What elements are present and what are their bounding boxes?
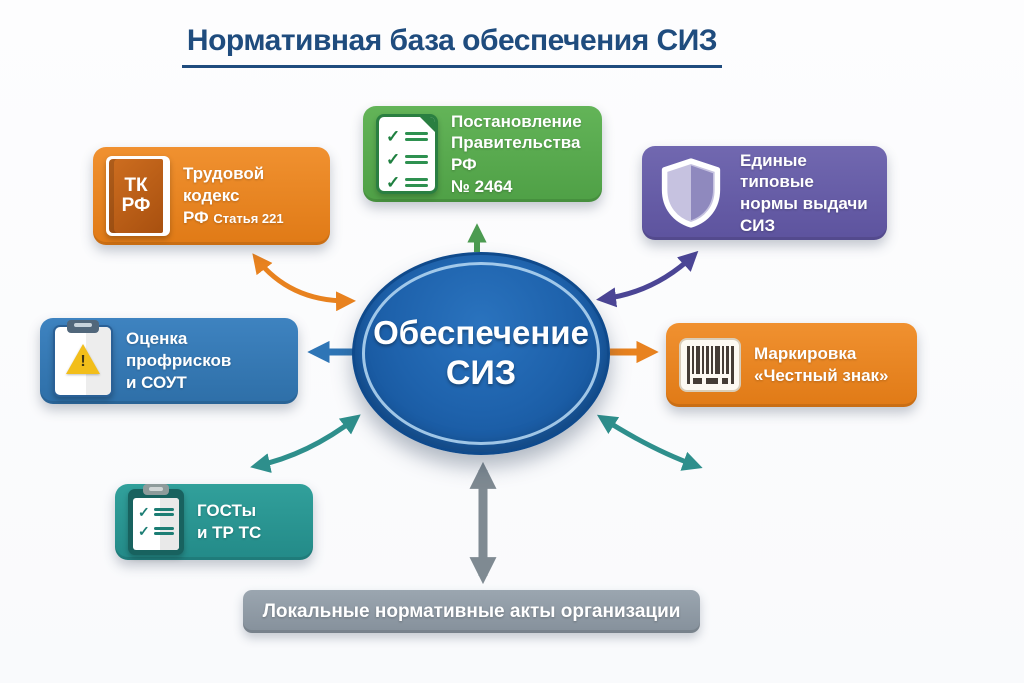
exclamation-glyph: ! bbox=[80, 353, 86, 370]
decree-line2: Правительства РФ bbox=[451, 133, 581, 174]
marking-line2: «Честный знак» bbox=[754, 366, 889, 385]
norms-line1: Единые типовые bbox=[740, 150, 814, 192]
book-label-rf: РФ bbox=[121, 195, 151, 216]
local-acts-bar: Локальные нормативные акты организации bbox=[243, 590, 700, 633]
center-line1: Обеспечение bbox=[373, 313, 589, 351]
risk-line1: Оценка профрисков bbox=[126, 329, 232, 371]
gost-line1: ГОСТы bbox=[197, 501, 257, 521]
clipboard-clip bbox=[67, 320, 99, 333]
check-icon: ✓ bbox=[386, 127, 401, 146]
ellipse-inner-ring bbox=[362, 262, 600, 445]
node-risk-assessment: ! Оценка профрисков и СОУТ bbox=[40, 318, 298, 404]
decree-number: № 2464 bbox=[451, 176, 513, 196]
node-unified-norms: Единые типовые нормы выдачи СИЗ bbox=[642, 146, 887, 240]
shield-icon bbox=[655, 154, 727, 232]
risk-line2: и СОУТ bbox=[126, 372, 187, 392]
gost-line2: и ТР ТС bbox=[197, 523, 262, 542]
arrow-gost bbox=[250, 414, 361, 473]
clipboard-warning-icon: ! bbox=[53, 320, 113, 397]
check-icon: ✓ bbox=[138, 504, 150, 520]
arrow-unified-norms bbox=[596, 250, 699, 308]
book-icon: ТК РФ bbox=[106, 156, 170, 236]
clipboard-clip bbox=[143, 484, 169, 495]
local-acts-label: Локальные нормативные акты организации bbox=[262, 600, 681, 622]
node-government-decree: ✓ ✓ ✓ Постановление Правительства РФ № 2… bbox=[363, 106, 602, 202]
checklist-document-icon: ✓ ✓ ✓ bbox=[376, 114, 438, 194]
marking-line1: Маркировка bbox=[754, 344, 857, 364]
barcode-icon bbox=[679, 337, 741, 393]
norms-line2: нормы выдачи СИЗ bbox=[740, 194, 868, 235]
page-title: Нормативная база обеспечения СИЗ bbox=[182, 24, 722, 68]
book-label-tk: ТК bbox=[124, 175, 148, 197]
check-icon: ✓ bbox=[138, 523, 150, 539]
center-line2: СИЗ bbox=[445, 353, 517, 392]
node-marking: Маркировка «Честный знак» bbox=[666, 323, 917, 407]
check-icon: ✓ bbox=[386, 150, 401, 169]
arrow-labor-code bbox=[252, 253, 356, 312]
labor-code-line1: Трудовой кодекс bbox=[183, 164, 265, 206]
labor-code-article-note: Статья 221 bbox=[213, 210, 284, 226]
labor-code-line2: РФ bbox=[183, 207, 209, 227]
clipboard-checklist-icon: ✓ ✓ bbox=[128, 484, 184, 555]
node-gost: ✓ ✓ ГОСТы и ТР ТС bbox=[115, 484, 313, 560]
arrow-bottom-right bbox=[596, 414, 703, 471]
decree-line1: Постановление bbox=[451, 111, 582, 131]
node-labor-code: ТК РФ Трудовой кодекс РФ Статья 221 bbox=[93, 147, 330, 245]
central-node-ppe-provision: Обеспечение СИЗ bbox=[352, 252, 610, 455]
warning-triangle-icon bbox=[66, 344, 100, 374]
check-icon: ✓ bbox=[386, 173, 401, 192]
